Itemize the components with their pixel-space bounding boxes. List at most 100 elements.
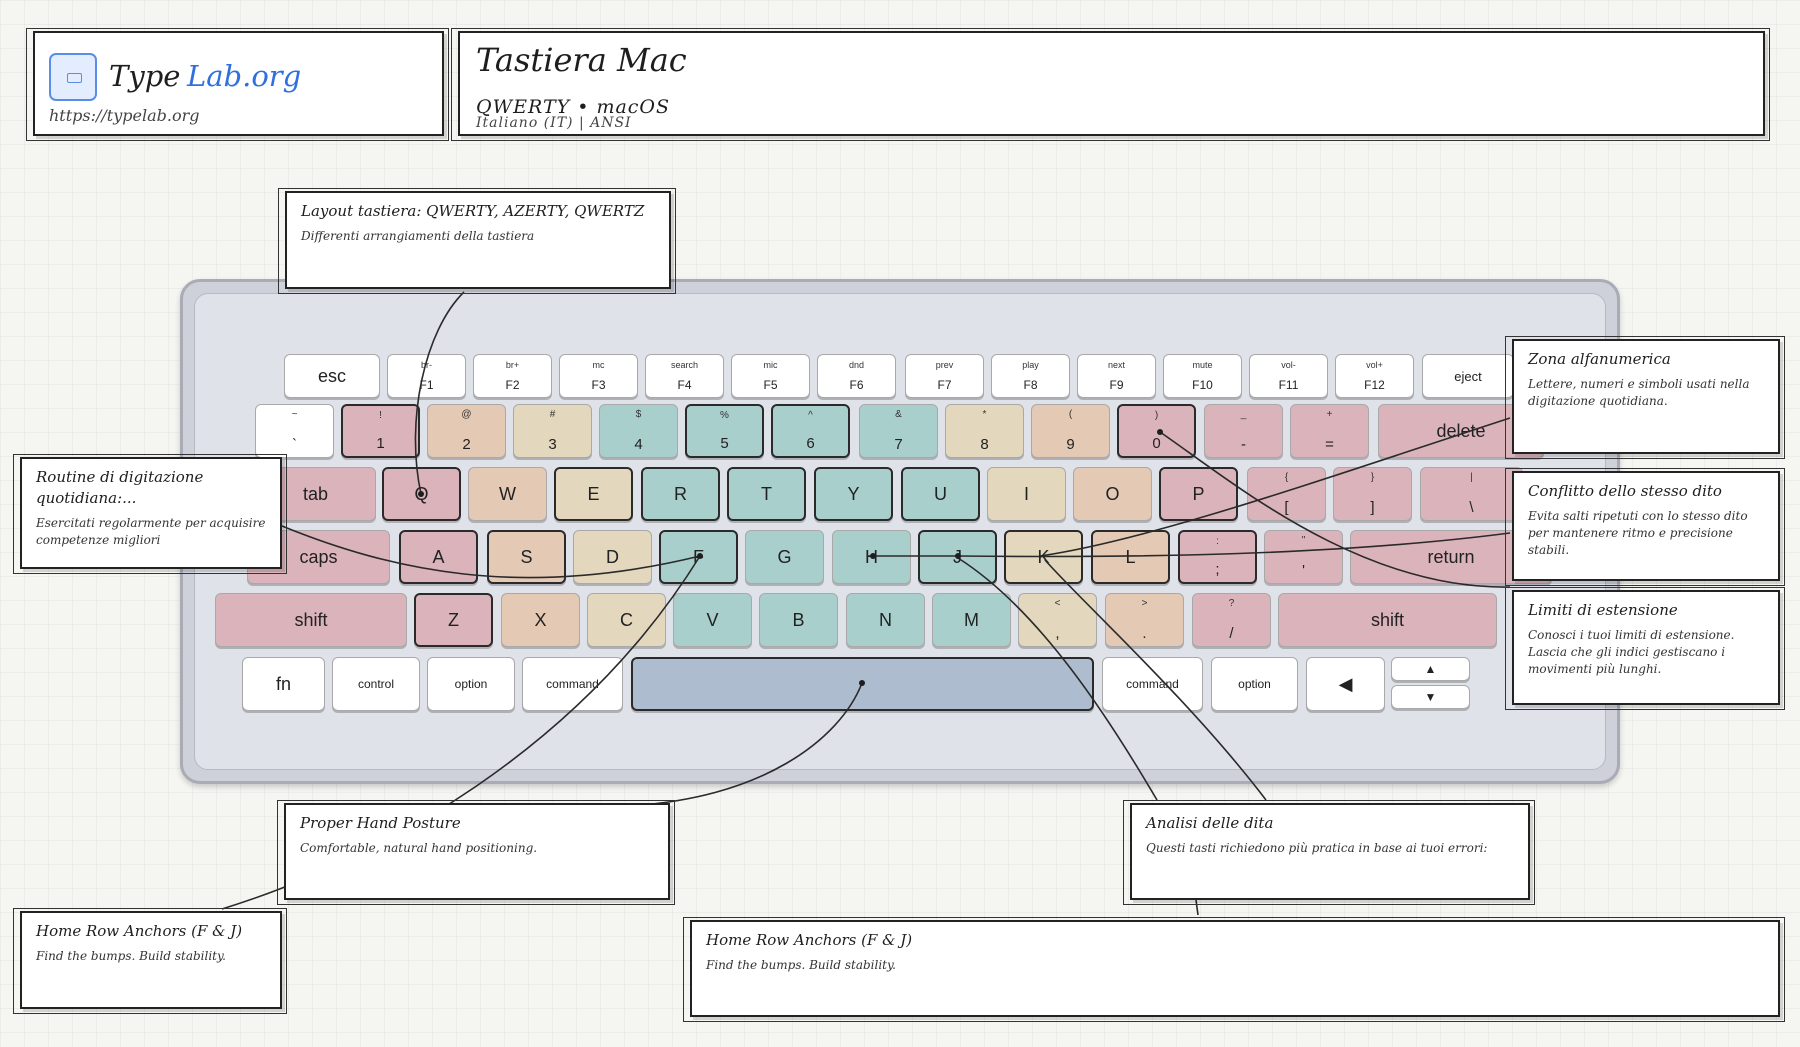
key-n8-shift-label: * <box>982 409 987 420</box>
key-j[interactable]: J <box>918 530 997 584</box>
annotation-analisi: Analisi delle dita Questi tasti richiedo… <box>1123 800 1535 905</box>
key-n[interactable]: N <box>846 593 925 647</box>
key-lcommand-label: command <box>546 677 599 691</box>
key-x[interactable]: X <box>501 593 580 647</box>
key-s[interactable]: S <box>487 530 566 584</box>
key-n1-shift-label: ! <box>379 410 382 421</box>
key-n8[interactable]: *8 <box>945 404 1024 458</box>
key-n1-label: 1 <box>376 435 385 452</box>
key-semicolon[interactable]: :; <box>1178 530 1257 584</box>
key-fn[interactable]: fn <box>242 657 325 711</box>
key-l-label: L <box>1125 546 1136 567</box>
key-f9-shift-label: next <box>1107 360 1125 370</box>
key-eject[interactable]: eject <box>1422 354 1514 398</box>
logo-word-lab[interactable]: Lab.org <box>187 59 302 93</box>
key-f8-label: F8 <box>1023 378 1038 392</box>
key-backslash[interactable]: |\ <box>1420 467 1523 521</box>
key-control[interactable]: control <box>332 657 420 711</box>
key-n1[interactable]: !1 <box>341 404 420 458</box>
key-space[interactable] <box>631 657 1094 711</box>
key-f11[interactable]: vol-F11 <box>1249 354 1328 398</box>
annotation-layout-title: Layout tastiera: QWERTY, AZERTY, QWERTZ <box>301 202 645 220</box>
key-f6-label: F6 <box>849 378 864 392</box>
annotation-analisi-title: Analisi delle dita <box>1146 814 1274 832</box>
key-roption[interactable]: option <box>1211 657 1298 711</box>
key-e[interactable]: E <box>554 467 633 521</box>
key-equal[interactable]: += <box>1290 404 1369 458</box>
key-h[interactable]: H <box>832 530 911 584</box>
key-n9[interactable]: (9 <box>1031 404 1110 458</box>
key-g[interactable]: G <box>745 530 824 584</box>
key-m[interactable]: M <box>932 593 1011 647</box>
key-n4[interactable]: $4 <box>599 404 678 458</box>
key-n2[interactable]: @2 <box>427 404 506 458</box>
key-i[interactable]: I <box>987 467 1066 521</box>
key-n6[interactable]: ^6 <box>771 404 850 458</box>
key-n5[interactable]: %5 <box>685 404 764 458</box>
key-loption[interactable]: option <box>427 657 515 711</box>
key-n4-label: 4 <box>634 436 643 453</box>
key-y-label: Y <box>847 483 860 504</box>
key-n3[interactable]: #3 <box>513 404 592 458</box>
key-lshift[interactable]: shift <box>215 593 407 647</box>
key-v[interactable]: V <box>673 593 752 647</box>
key-equal-label: = <box>1325 436 1334 453</box>
key-q[interactable]: Q <box>382 467 461 521</box>
key-up[interactable]: ▲ <box>1391 657 1470 681</box>
key-n0[interactable]: )0 <box>1117 404 1196 458</box>
key-w[interactable]: W <box>468 467 547 521</box>
key-caps-label: caps <box>299 546 338 567</box>
key-t[interactable]: T <box>727 467 806 521</box>
key-k[interactable]: K <box>1004 530 1083 584</box>
key-rbracket[interactable]: }] <box>1333 467 1412 521</box>
key-e-label: E <box>587 483 600 504</box>
key-rshift[interactable]: shift <box>1278 593 1497 647</box>
key-n2-shift-label: @ <box>461 409 472 420</box>
key-lcommand[interactable]: command <box>522 657 623 711</box>
key-comma[interactable]: <, <box>1018 593 1097 647</box>
logo-url[interactable]: https://typelab.org <box>49 106 200 125</box>
key-l[interactable]: L <box>1091 530 1170 584</box>
connector-anchors-wide <box>1195 899 1199 916</box>
key-u[interactable]: U <box>901 467 980 521</box>
key-f2[interactable]: br+F2 <box>473 354 552 398</box>
key-a[interactable]: A <box>399 530 478 584</box>
key-esc[interactable]: esc <box>284 354 380 398</box>
key-n0-label: 0 <box>1152 435 1161 452</box>
key-d[interactable]: D <box>573 530 652 584</box>
key-o[interactable]: O <box>1073 467 1152 521</box>
key-lbracket[interactable]: {[ <box>1247 467 1326 521</box>
key-r[interactable]: R <box>641 467 720 521</box>
key-n0-shift-label: ) <box>1154 410 1159 421</box>
key-f[interactable]: F <box>659 530 738 584</box>
key-left[interactable]: ◀ <box>1306 657 1385 711</box>
key-p[interactable]: P <box>1159 467 1238 521</box>
annotation-routine-title: Routine di digitazione quotidiana:... <box>36 468 204 507</box>
logo-card: Type Lab.org https://typelab.org <box>26 28 449 141</box>
key-n7[interactable]: &7 <box>859 404 938 458</box>
key-f1[interactable]: br-F1 <box>387 354 466 398</box>
key-slash[interactable]: ?/ <box>1192 593 1271 647</box>
key-period[interactable]: >. <box>1105 593 1184 647</box>
key-down[interactable]: ▼ <box>1391 685 1470 709</box>
key-quote[interactable]: "' <box>1264 530 1343 584</box>
key-y[interactable]: Y <box>814 467 893 521</box>
key-b[interactable]: B <box>759 593 838 647</box>
key-c[interactable]: C <box>587 593 666 647</box>
key-backtick[interactable]: ~` <box>255 404 334 458</box>
key-z[interactable]: Z <box>414 593 493 647</box>
annotation-limiti-title: Limiti di estensione <box>1528 601 1678 619</box>
key-f12[interactable]: vol+F12 <box>1335 354 1414 398</box>
annotation-anchors-wide-desc: Find the bumps. Build stability. <box>706 958 896 972</box>
key-minus[interactable]: _- <box>1204 404 1283 458</box>
key-rcommand[interactable]: command <box>1102 657 1203 711</box>
key-quote-shift-label: " <box>1301 535 1306 546</box>
